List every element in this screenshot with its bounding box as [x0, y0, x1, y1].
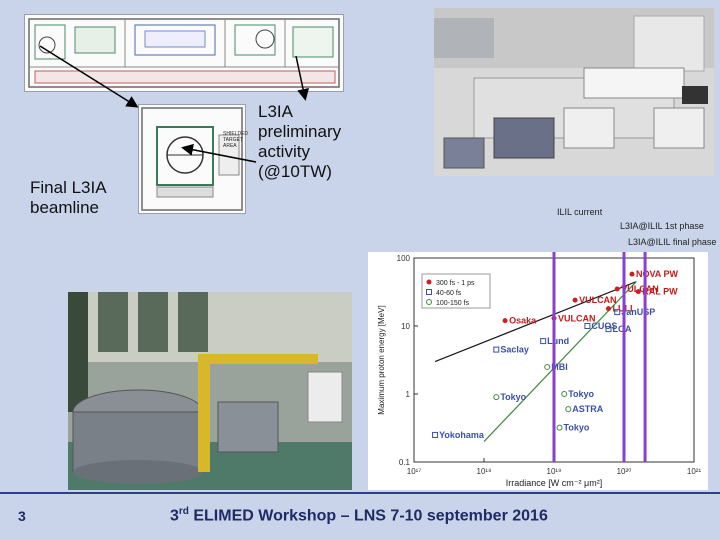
data-label: NOVA PW: [636, 269, 679, 279]
fit-line: [483, 281, 637, 442]
data-point: [493, 346, 500, 353]
data-label: VULCAN: [558, 313, 596, 323]
data-label: VULCAN: [579, 295, 617, 305]
data-point: [540, 338, 547, 345]
x-tick-label: 10¹⁷: [407, 467, 422, 476]
data-point: [556, 424, 563, 431]
shield-label: SHIELDED TARGET AREA: [223, 131, 249, 149]
data-point: [561, 391, 568, 397]
arrow-to-target: [181, 143, 257, 163]
chart-svg: 10¹⁷ 10¹⁸ 10¹⁹ 10²⁰ 10²¹ 100 10 1 0.1Irradiance …: [377, 206, 702, 488]
floorplan-target-area-drawing: [141, 107, 243, 211]
data-label: Yokohama: [439, 430, 485, 440]
data-label: Tokyo: [568, 389, 594, 399]
x-tick-label: 10²⁰: [617, 467, 632, 476]
data-label: VULCAN: [621, 284, 659, 294]
data-point: [605, 326, 612, 333]
x-tick-label: 10²¹: [687, 467, 702, 476]
phase1-label-text: L3IA@ILIL 1st phase: [620, 221, 704, 231]
legend-box: [421, 273, 491, 309]
y-tick-label: 1: [406, 390, 411, 399]
data-label: ASTRA: [572, 404, 603, 414]
data-point: [614, 309, 621, 316]
data-point: [605, 306, 611, 312]
data-point: [629, 271, 635, 277]
final-phase-label-text: L3IA@ILIL final phase: [628, 237, 717, 247]
floorplan-overview: [24, 14, 344, 92]
footer-ordinal: 3: [170, 507, 179, 525]
data-point: [544, 363, 551, 370]
arrow-to-overview-right: [295, 55, 309, 101]
floorplan-target-area: SHIELDED TARGET AREA: [138, 104, 249, 214]
arrow-to-overview-left: [39, 45, 139, 108]
data-label: LOA: [612, 324, 631, 334]
y-axis-label: Maximum proton energy [MeV]: [377, 305, 386, 414]
data-label: Osaka: [509, 316, 537, 326]
final-beamline-label: Final L3IA beamline: [30, 178, 106, 217]
chamber-photo-drawing: [68, 292, 352, 490]
ilil-current-label: ILIL current: [557, 207, 603, 217]
legend-marker: [426, 299, 432, 305]
y-tick-label: 100: [397, 254, 411, 263]
data-point: [614, 286, 620, 292]
lab-photo-drawing: [434, 8, 714, 176]
y-tick-label: 0.1: [399, 458, 411, 467]
chamber-photo: [68, 292, 352, 490]
phase1-label: L3IA@ILIL 1st phase: [620, 221, 720, 231]
legend-label: 300 fs - 1 ps: [436, 280, 475, 287]
data-label: Tokyo: [500, 392, 526, 402]
data-label: Tokyo: [564, 423, 590, 433]
floorplan-overview-drawing: [28, 18, 340, 88]
data-label: CUOS: [591, 321, 617, 331]
data-point: [432, 431, 439, 438]
footer-text: ELIMED Workshop – LNS 7-10 september 201…: [193, 507, 548, 525]
data-label: Saclay: [500, 345, 529, 355]
legend-label: 100-150 fs: [436, 300, 470, 307]
footer-ordinal-suffix: rd: [178, 506, 189, 517]
lab-photo: [434, 8, 714, 176]
data-point: [584, 323, 591, 329]
preliminary-activity-label: L3IA preliminary activity (@10TW): [258, 102, 342, 181]
data-point: [635, 289, 641, 295]
data-point: [565, 406, 572, 413]
x-tick-label: 10¹⁸: [477, 467, 492, 476]
data-point: [493, 394, 500, 401]
page-number: 3: [18, 508, 26, 524]
legend-label: 40-60 fs: [436, 290, 462, 297]
data-point: [502, 318, 508, 324]
data-label: RAL PW: [642, 287, 678, 297]
fit-line: [434, 281, 637, 363]
data-label: LULI: [612, 304, 632, 314]
x-axis-label: Irradiance [W cm⁻² μm²]: [506, 478, 602, 488]
y-tick-label: 10: [401, 322, 410, 331]
x-tick-label: 10¹⁹: [547, 467, 562, 476]
data-point: [572, 297, 578, 303]
data-label: JanUSP: [621, 307, 655, 317]
footer-title: 3rd ELIMED Workshop – LNS 7-10 september…: [170, 506, 548, 525]
final-phase-label: L3IA@ILIL final phase: [628, 237, 720, 247]
legend-marker: [426, 289, 432, 295]
data-label: Lund: [547, 336, 569, 346]
footer-rule: [0, 492, 720, 494]
legend-marker: [426, 279, 432, 285]
data-label: MBI: [551, 362, 568, 372]
